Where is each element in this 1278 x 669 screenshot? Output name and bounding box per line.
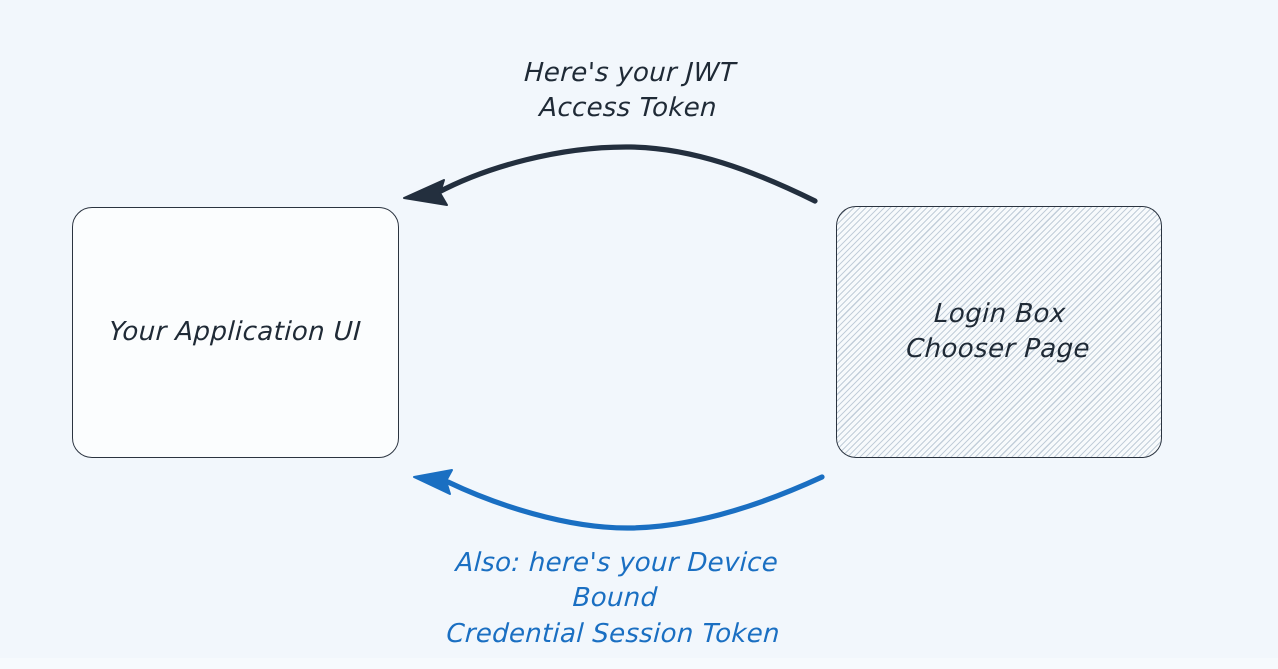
edge-device-bound-arrowhead: [413, 469, 453, 495]
edge-device-bound-path: [445, 474, 825, 531]
edge-label-device-bound-credential-session-token: Also: here's your Device Bound Credentia…: [445, 548, 781, 649]
edge-jwt-access-token-arrowhead: [403, 179, 448, 206]
node-application-ui-label: Your Application UI: [108, 316, 363, 347]
node-login-box-chooser-label: Login Box Chooser Page: [905, 298, 1091, 364]
node-login-box-chooser[interactable]: Login Box Chooser Page: [836, 206, 1162, 458]
node-application-ui[interactable]: Your Application UI: [72, 207, 399, 458]
edge-device-bound-credential-session-token: [413, 469, 825, 531]
edge-label-jwt-access-token: Here's your JWT Access Token: [523, 58, 737, 124]
canvas-bottom-strip: [0, 658, 1278, 669]
edge-jwt-access-token-path: [434, 144, 818, 204]
edge-jwt-access-token: [403, 144, 818, 206]
